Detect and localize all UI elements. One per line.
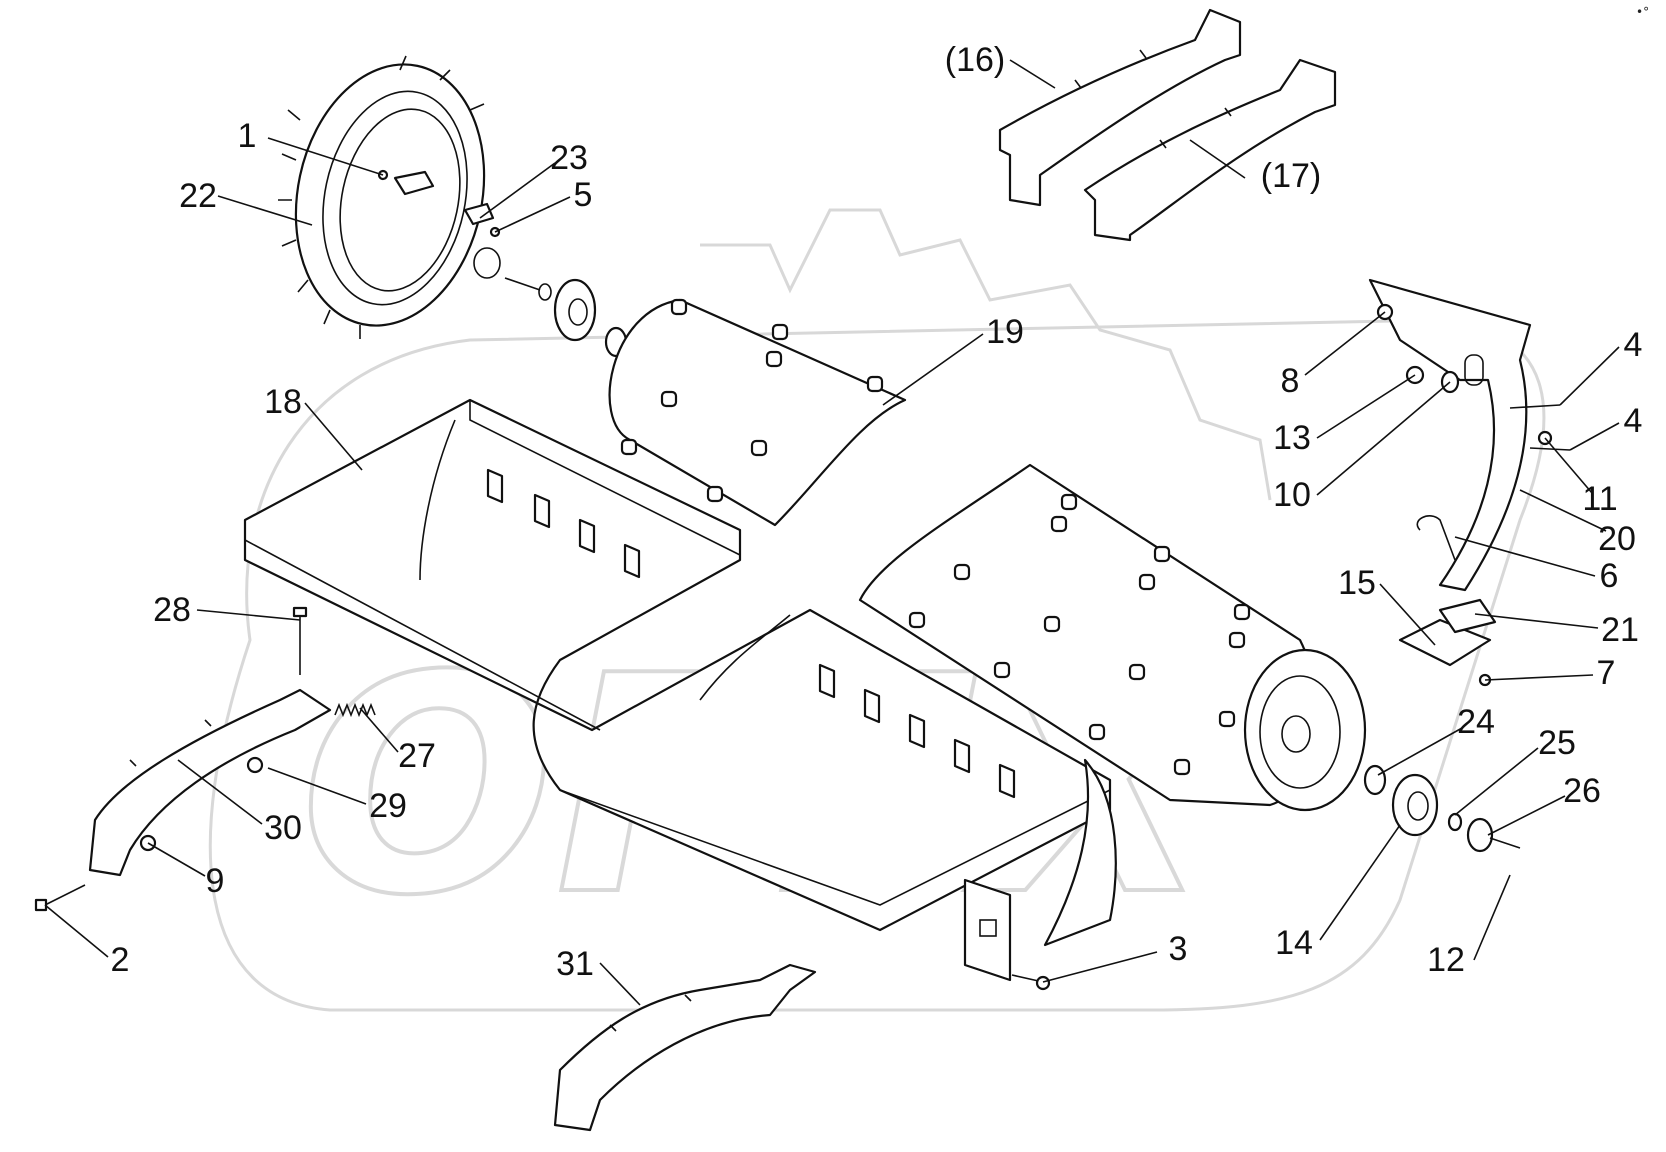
- leader-line-c4b: [1569, 422, 1620, 451]
- leader-line-c25: [1454, 747, 1539, 816]
- callout-label-c10: 10: [1273, 476, 1311, 514]
- watermark-gear-outline: [700, 208, 1272, 501]
- leader-line-c21: [1474, 613, 1599, 629]
- leader-line-c17: [1189, 139, 1246, 179]
- part-31-bracket: [553, 963, 817, 1132]
- part-20-side-plate: [1368, 278, 1571, 592]
- part-1-23-5-hub-hardware: [377, 169, 501, 279]
- part-2-bolt: [34, 884, 86, 912]
- callout-label-c11: 11: [1582, 480, 1617, 518]
- callout-label-c22: 22: [179, 177, 217, 215]
- leader-line-c6: [1454, 536, 1596, 577]
- callout-label-c13: 13: [1273, 419, 1311, 457]
- part-6-u-bolt: [1416, 515, 1456, 561]
- part-30-arm: [88, 688, 332, 877]
- callout-label-c4b: 4: [1624, 402, 1643, 440]
- leader-line-c7: [1484, 674, 1594, 681]
- callout-label-c16: (16): [945, 41, 1005, 79]
- callout-label-c5: 5: [574, 176, 593, 214]
- leader-line-c22: [217, 195, 313, 226]
- leader-line-c5: [494, 196, 571, 233]
- callout-label-c23: 23: [550, 139, 588, 177]
- callout-label-c28: 28: [153, 591, 191, 629]
- leader-line-c19: [882, 333, 984, 406]
- leader-line-c9: [147, 842, 206, 877]
- callout-label-c18: 18: [264, 383, 302, 421]
- leader-line-c2: [44, 904, 109, 958]
- leader-line-c13: [1316, 374, 1416, 439]
- leader-line-c23: [479, 162, 556, 219]
- leader-line-c14: [1319, 824, 1401, 941]
- callout-label-c9: 9: [206, 862, 225, 900]
- leader-line-c29: [267, 767, 367, 805]
- leader-line-c15: [1379, 583, 1436, 646]
- callout-label-c17: (17): [1261, 157, 1321, 195]
- callout-label-c29: 29: [369, 787, 407, 825]
- callout-label-c12: 12: [1427, 941, 1465, 979]
- callout-label-c2: 2: [111, 941, 130, 979]
- roller-spikes: [620, 298, 1251, 776]
- part-28-bolt: [292, 606, 308, 675]
- part-17-bracket: [1083, 58, 1337, 242]
- leader-line-c11: [1544, 437, 1593, 494]
- part-16-bracket: [998, 8, 1242, 207]
- callout-label-c8: 8: [1281, 362, 1300, 400]
- callout-label-c14: 14: [1275, 924, 1313, 962]
- leader-line-c18: [304, 402, 363, 471]
- leader-line-c16: [1009, 59, 1056, 89]
- callout-label-c15: 15: [1338, 564, 1376, 602]
- leader-line-c28: [196, 609, 301, 621]
- leader-line-c30: [177, 759, 263, 825]
- part-15-21-scraper: [1398, 598, 1497, 687]
- callout-label-c31: 31: [556, 945, 594, 983]
- callout-label-c3: 3: [1169, 930, 1188, 968]
- part-right-bearing-stack: [1363, 764, 1521, 853]
- leader-line-c26: [1487, 795, 1566, 836]
- callout-label-c7: 7: [1597, 654, 1616, 692]
- callout-label-c21: 21: [1601, 611, 1639, 649]
- leader-line-c12: [1473, 874, 1511, 961]
- leader-line-c10: [1316, 381, 1451, 496]
- callout-label-c4a: 4: [1624, 326, 1643, 364]
- leader-line-c31: [599, 962, 641, 1006]
- callout-label-c6: 6: [1600, 557, 1619, 595]
- leader-lines: [44, 59, 1620, 1006]
- part-bearing-top: [504, 277, 628, 358]
- leader-line-c1: [267, 137, 384, 176]
- leader-line-c27: [359, 707, 399, 753]
- leader-line-c20: [1519, 489, 1607, 532]
- callout-label-c30: 30: [264, 809, 302, 847]
- part-3-bolt: [1011, 974, 1051, 991]
- frame-tines: [486, 468, 1016, 799]
- watermark-ring: [208, 318, 1546, 1012]
- callout-label-c20: 20: [1598, 520, 1636, 558]
- part-19-roller: [608, 298, 1367, 812]
- leader-line-c3: [1042, 951, 1158, 983]
- callout-label-c24: 24: [1457, 703, 1495, 741]
- leader-line-c24: [1377, 727, 1463, 776]
- callout-label-c27: 27: [398, 737, 436, 775]
- callout-label-c1: 1: [238, 117, 257, 155]
- corner-mark: •°: [1636, 5, 1649, 19]
- leader-line-c8: [1304, 311, 1386, 376]
- callout-label-c25: 25: [1538, 724, 1576, 762]
- part-22-wheel: [278, 55, 486, 339]
- callout-label-c26: 26: [1563, 772, 1601, 810]
- leader-line-c4a: [1559, 346, 1620, 406]
- part-27-spring: [334, 702, 376, 718]
- part-18-frame: [243, 398, 1117, 982]
- callout-label-c19: 19: [986, 313, 1024, 351]
